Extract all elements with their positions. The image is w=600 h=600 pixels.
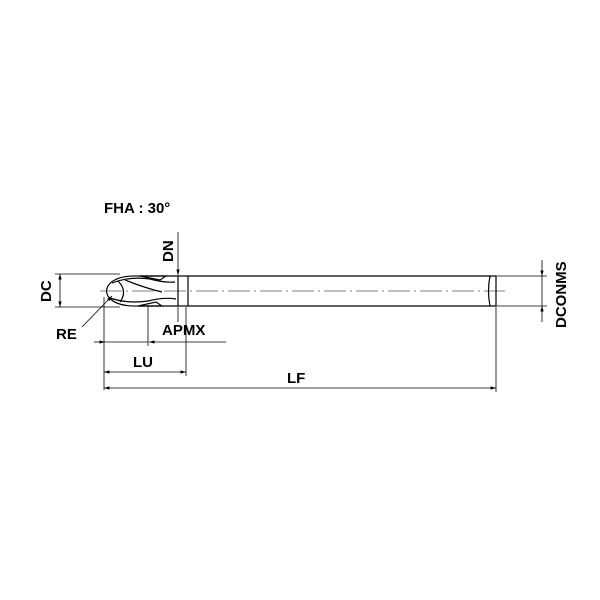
dconms-label: DCONMS [553,261,570,328]
tool-body [100,275,505,307]
flute-3 [117,280,125,303]
apmx-label: APMX [162,322,205,339]
shank-chamfer [487,275,491,307]
dn-label: DN [160,240,177,262]
lf-label: LF [287,370,305,387]
lf-dimension: LF [104,307,497,392]
dn-dimension: DN [160,232,180,322]
apmx-dimension: APMX [94,306,226,346]
flute-tip-top [139,275,168,281]
flute-1 [111,277,176,284]
re-dimension: RE [56,295,113,343]
lu-label: LU [133,354,153,371]
ball-nose-head [105,275,178,307]
dc-dimension: DC [38,273,120,308]
flute-tip-bottom [137,301,164,307]
lu-dimension: LU [103,297,187,390]
re-label: RE [56,326,77,343]
dconms-dimension: DCONMS [496,260,570,328]
dc-label: DC [38,280,55,302]
helix-angle-label: FHA : 30° [104,200,170,217]
